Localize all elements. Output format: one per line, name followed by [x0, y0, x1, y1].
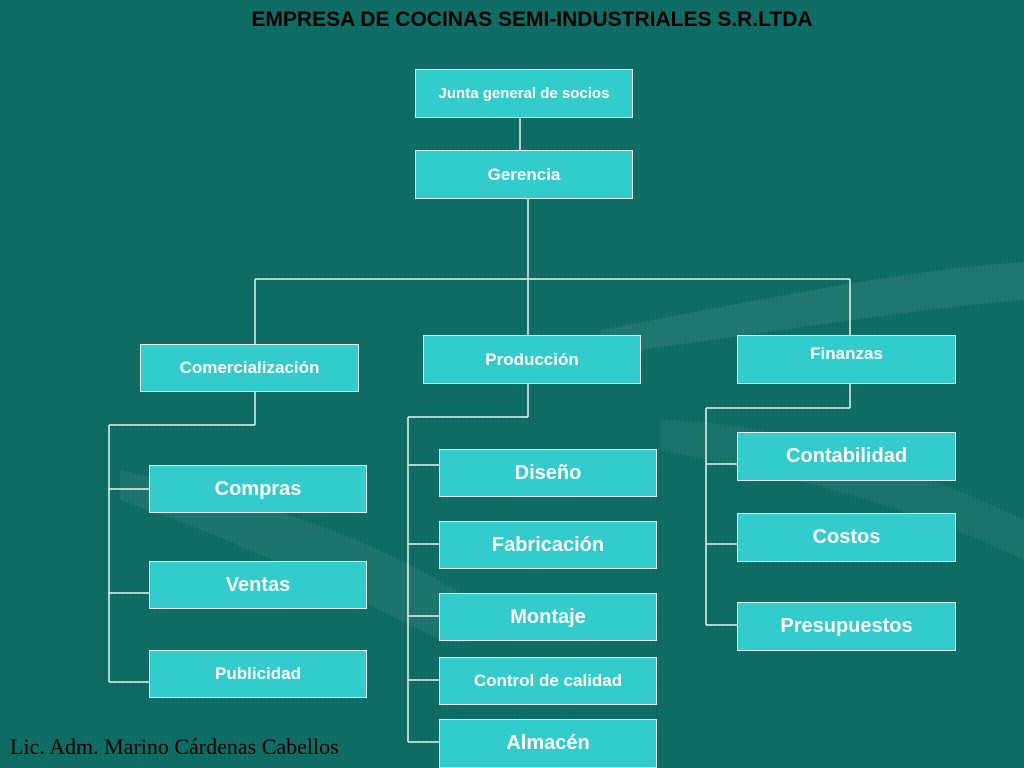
node-finanzas: Finanzas	[737, 335, 956, 384]
node-gerencia: Gerencia	[415, 150, 633, 199]
node-almacen: Almacén	[439, 719, 657, 768]
node-diseno: Diseño	[439, 449, 657, 497]
node-montaje: Montaje	[439, 593, 657, 641]
node-control-calidad: Control de calidad	[439, 657, 657, 705]
chart-title: EMPRESA DE COCINAS SEMI-INDUSTRIALES S.R…	[251, 8, 813, 31]
node-publicidad: Publicidad	[149, 650, 367, 698]
node-contabilidad: Contabilidad	[737, 432, 956, 481]
node-compras: Compras	[149, 465, 367, 513]
node-fabricacion: Fabricación	[439, 521, 657, 569]
node-produccion: Producción	[423, 335, 641, 384]
node-junta-general: Junta general de socios	[415, 69, 633, 118]
node-comercializacion: Comercialización	[140, 344, 359, 392]
node-ventas: Ventas	[149, 561, 367, 609]
node-costos: Costos	[737, 513, 956, 562]
author-credit: Lic. Adm. Marino Cárdenas Cabellos	[10, 734, 339, 759]
node-presupuestos: Presupuestos	[737, 602, 956, 651]
